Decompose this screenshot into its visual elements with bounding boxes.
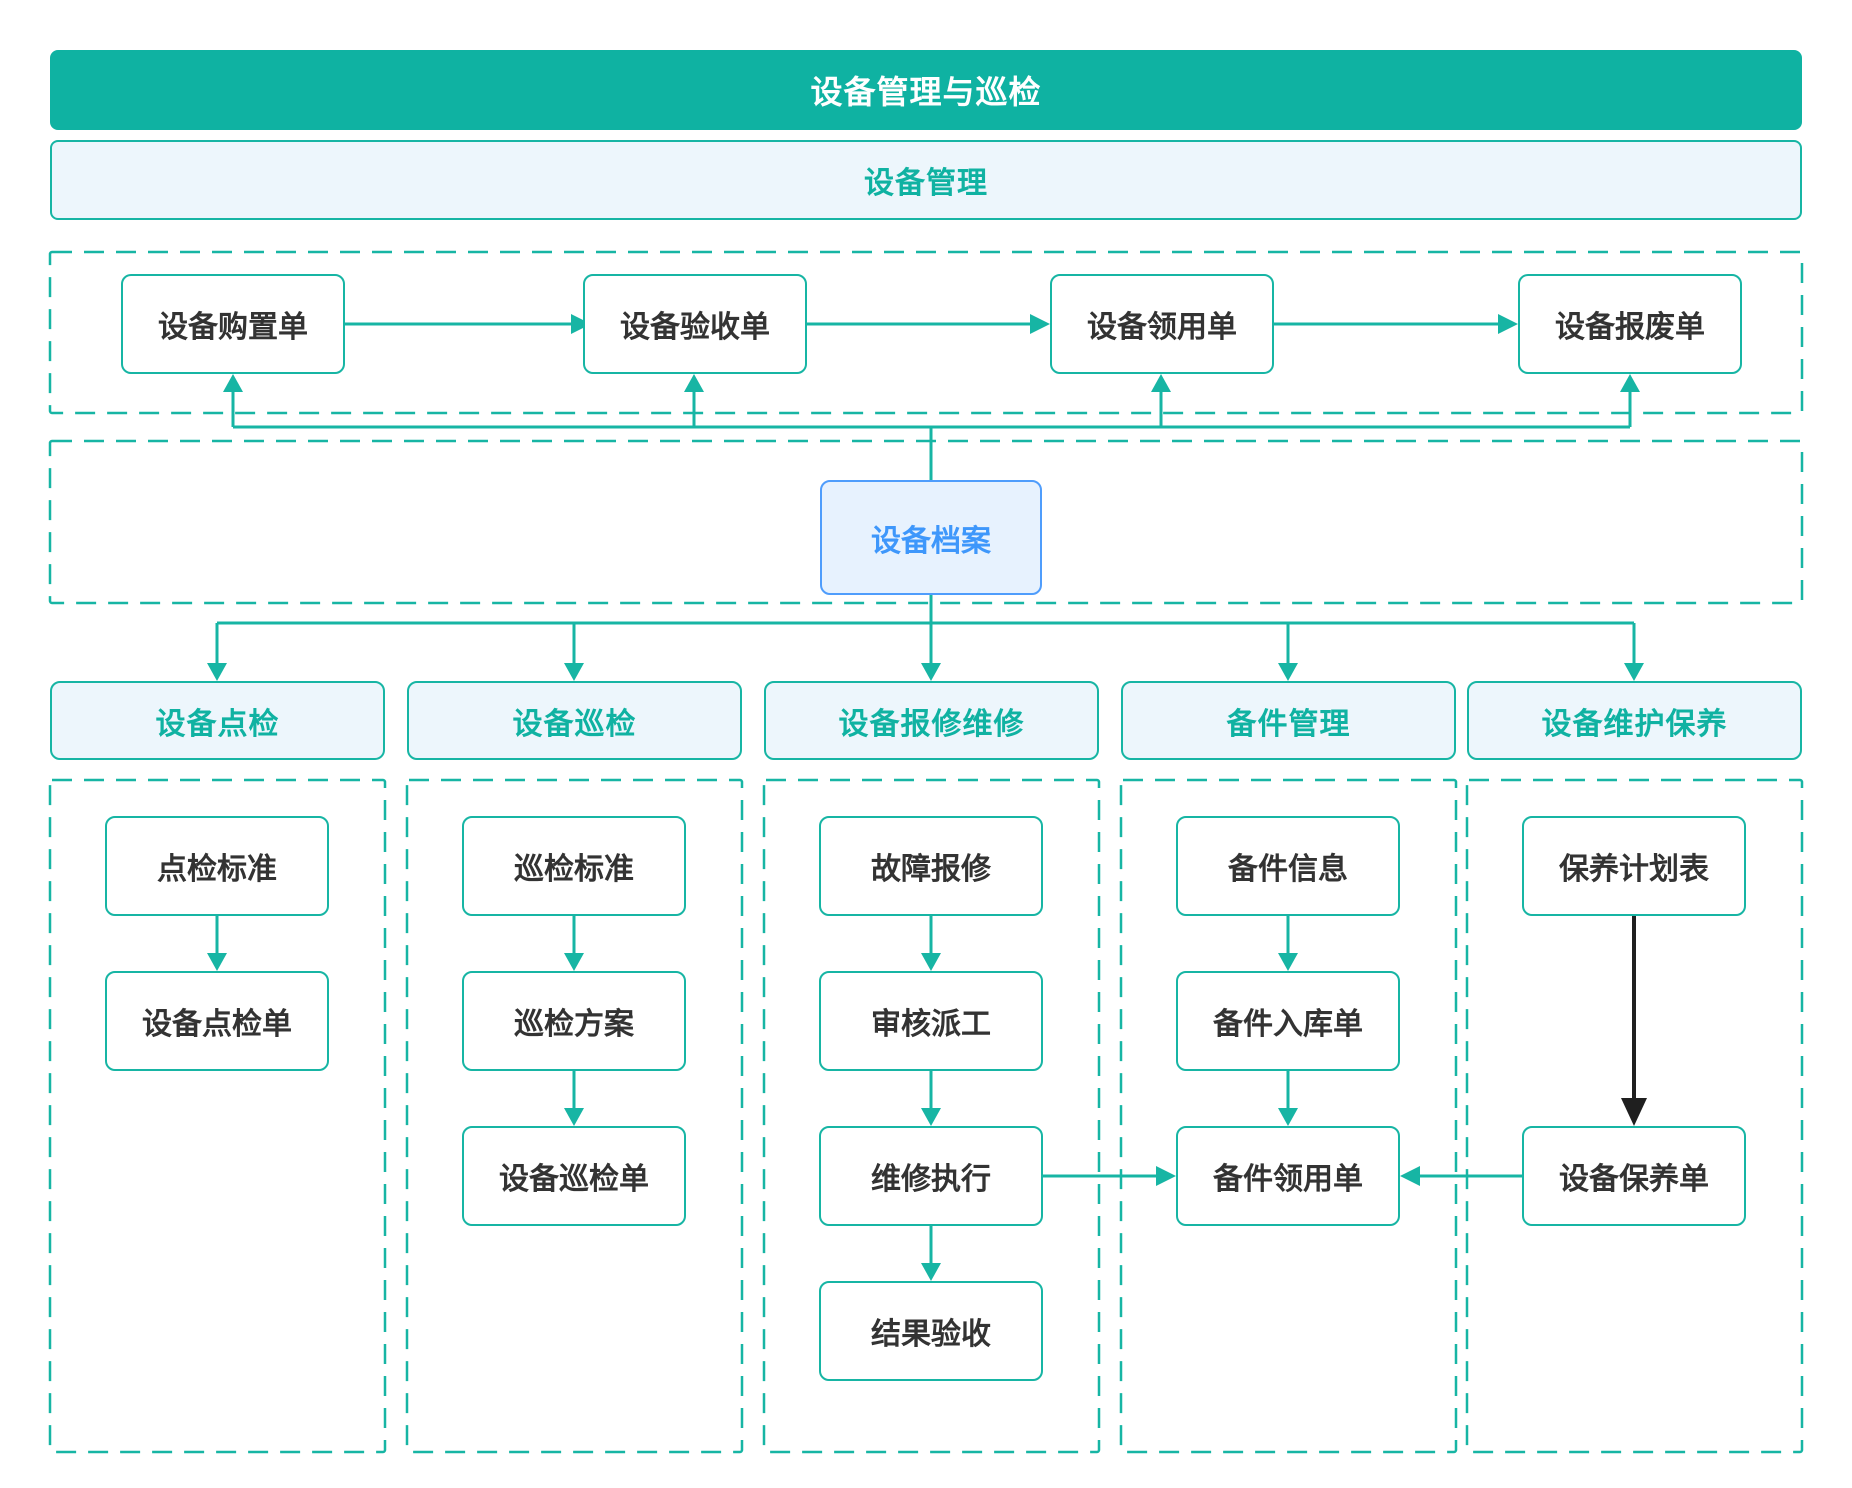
dashed-region-col-2: [405, 778, 744, 1454]
node-fault-report: 故障报修: [819, 816, 1043, 916]
section-bar-device-management: 设备管理: [50, 140, 1802, 220]
node-spare-part-inbound: 备件入库单: [1176, 971, 1400, 1071]
diagram-title-bar: 设备管理与巡检: [50, 50, 1802, 130]
node-purchase-order: 设备购置单: [121, 274, 345, 374]
node-acceptance-order: 设备验收单: [583, 274, 807, 374]
node-maintenance-schedule: 保养计划表: [1522, 816, 1746, 916]
node-scrap-order: 设备报废单: [1518, 274, 1742, 374]
dashed-region-col-1: [48, 778, 387, 1454]
node-patrol-standard: 巡检标准: [462, 816, 686, 916]
node-review-dispatch: 审核派工: [819, 971, 1043, 1071]
node-equipment-archive: 设备档案: [820, 480, 1042, 595]
node-spare-part-info: 备件信息: [1176, 816, 1400, 916]
col-header-maintenance: 设备维护保养: [1467, 681, 1802, 760]
node-patrol-plan: 巡检方案: [462, 971, 686, 1071]
node-spare-part-requisition: 备件领用单: [1176, 1126, 1400, 1226]
node-spot-check-sheet: 设备点检单: [105, 971, 329, 1071]
node-patrol-sheet: 设备巡检单: [462, 1126, 686, 1226]
col-header-spot-check: 设备点检: [50, 681, 385, 760]
diagram-title: 设备管理与巡检: [810, 74, 1042, 110]
col-header-spare-parts: 备件管理: [1121, 681, 1456, 760]
node-spot-check-standard: 点检标准: [105, 816, 329, 916]
dashed-region-archive: [48, 439, 1804, 605]
dashed-region-top-flow: [48, 250, 1804, 415]
node-repair-execution: 维修执行: [819, 1126, 1043, 1226]
col-header-patrol-inspection: 设备巡检: [407, 681, 742, 760]
dashed-region-col-4: [1119, 778, 1458, 1454]
dashed-region-col-5: [1465, 778, 1804, 1454]
node-maintenance-sheet: 设备保养单: [1522, 1126, 1746, 1226]
section-label: 设备管理: [864, 167, 988, 200]
node-requisition-order: 设备领用单: [1050, 274, 1274, 374]
node-result-acceptance: 结果验收: [819, 1281, 1043, 1381]
dashed-region-col-3: [762, 778, 1101, 1454]
col-header-repair: 设备报修维修: [764, 681, 1099, 760]
